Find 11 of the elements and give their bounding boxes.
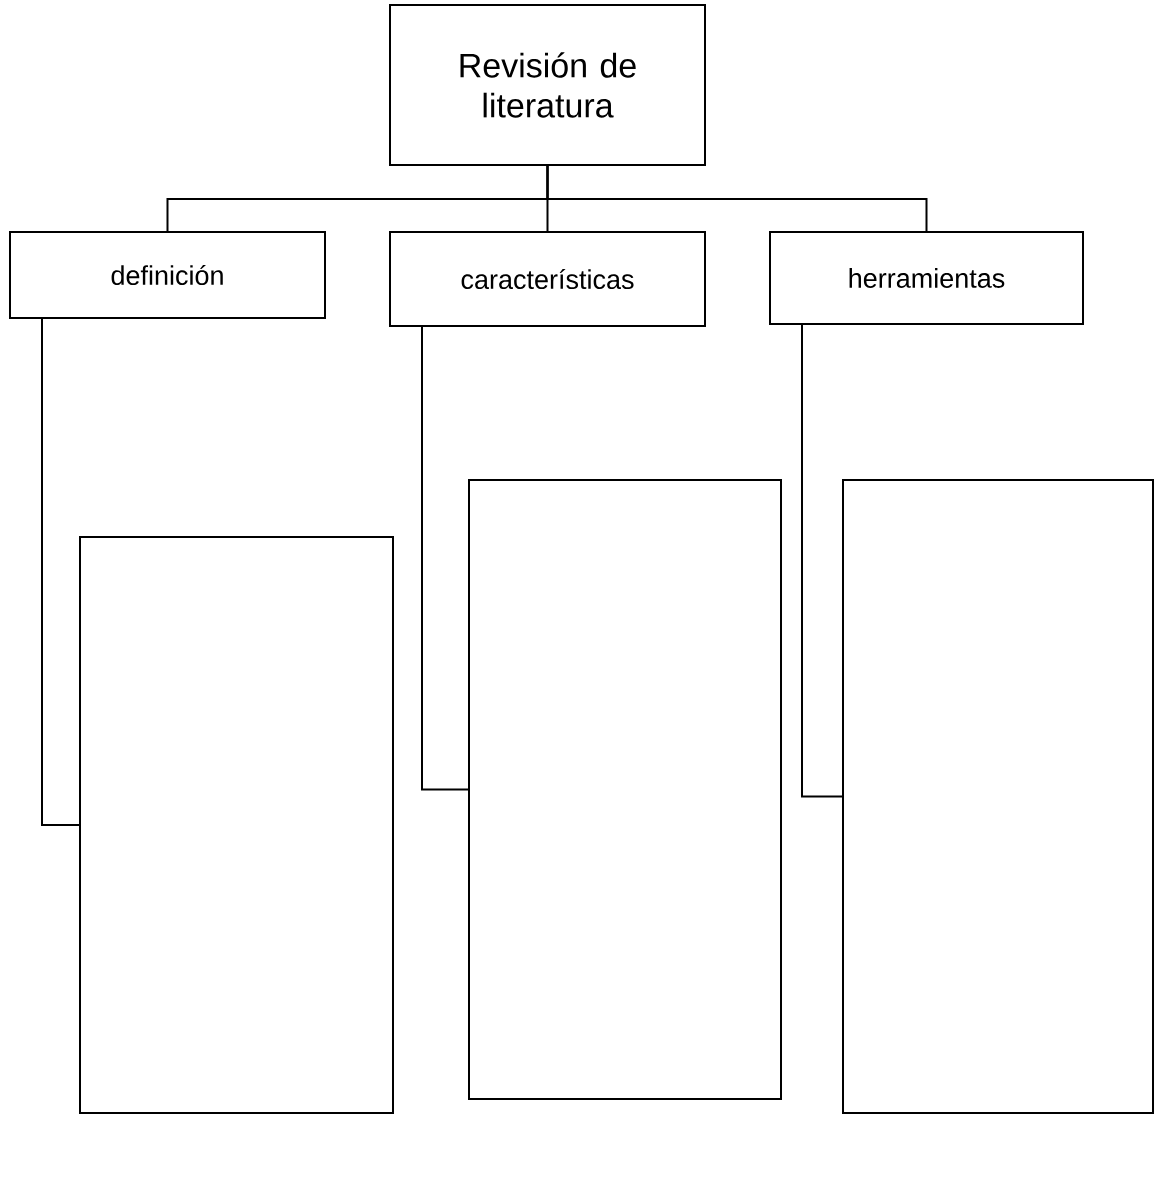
empty-box (842, 479, 1154, 1114)
empty-box (79, 536, 394, 1114)
connector-line (41, 318, 80, 826)
title-box: Revisión de literatura (389, 4, 706, 166)
category-box: herramientas (769, 231, 1084, 325)
category-box: características (389, 231, 706, 327)
connector-line (546, 165, 928, 232)
empty-box (468, 479, 782, 1100)
connector-line (421, 326, 469, 791)
connector-line (801, 324, 843, 798)
category-box: definición (9, 231, 326, 319)
